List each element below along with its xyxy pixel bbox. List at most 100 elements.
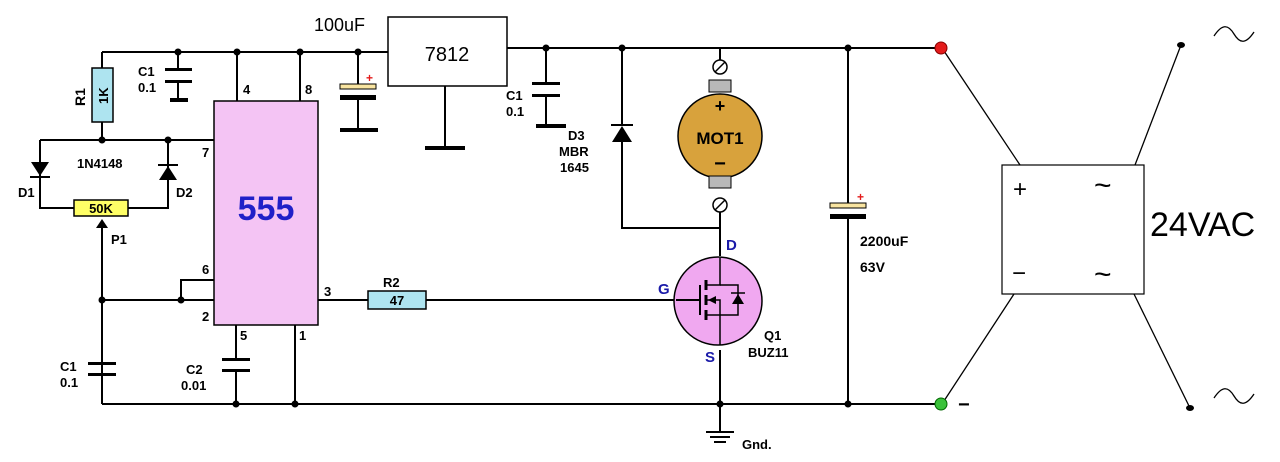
wires <box>39 44 1191 432</box>
p1-value: 50K <box>89 201 113 216</box>
resistor-r2: 47 R2 <box>367 275 427 310</box>
junction-dot <box>844 400 852 408</box>
mosfet-part: BUZ11 <box>748 345 788 360</box>
bridge-minus: − <box>1012 260 1026 287</box>
d2-label: D2 <box>176 185 193 200</box>
mosfet-name: Q1 <box>764 328 781 343</box>
cap-plate <box>88 373 116 376</box>
c1-top-value: 0.1 <box>138 80 156 95</box>
junction-dot <box>618 44 626 52</box>
ground-symbol: Gnd. <box>706 431 772 452</box>
r1-name: R1 <box>72 88 88 106</box>
pin-3-label: 3 <box>324 284 331 299</box>
motor-minus: − <box>714 153 726 175</box>
bridge-ac-bottom: ~ <box>1094 258 1112 291</box>
motor-label: MOT1 <box>696 129 743 148</box>
wire-c1top-down <box>172 82 179 101</box>
c1-reg-name: C1 <box>506 88 523 103</box>
cap-100uf-plus: + <box>366 71 373 85</box>
bridge-ac-top: ~ <box>1094 169 1112 202</box>
junction-dot <box>98 296 106 304</box>
pot-p1: 50K P1 <box>73 199 129 247</box>
cap-big-voltage: 63V <box>860 259 886 275</box>
cap-2200uf: + 2200uF 63V <box>829 190 909 275</box>
bridge-plus: + <box>1013 176 1027 203</box>
resistor-r1: 1K R1 <box>72 67 114 123</box>
r2-name: R2 <box>383 275 400 290</box>
pin-5-label: 5 <box>240 328 247 343</box>
regulator-label: 7812 <box>425 44 470 66</box>
pin-7-label: 7 <box>202 145 209 160</box>
d1-triangle <box>31 162 49 176</box>
junction-dot <box>296 48 304 56</box>
diode-d1: D1 <box>18 162 50 200</box>
r1-value: 1K <box>96 87 111 104</box>
terminal-negative <box>934 397 948 411</box>
ac-inputs <box>1177 26 1255 411</box>
terminal-negative-sign: − <box>958 394 970 416</box>
pin-4-label: 4 <box>243 82 251 97</box>
wire-pin6 <box>180 279 214 300</box>
wire-bridge-ac-bottom <box>1133 293 1191 409</box>
wire-bridge-ac-top <box>1134 44 1182 166</box>
cap-plate <box>222 369 250 372</box>
regulator-body <box>387 16 508 87</box>
cap-plate <box>165 68 192 71</box>
diode-d2: D2 <box>158 164 193 200</box>
cap-plate <box>532 94 560 97</box>
c2-value: 0.01 <box>181 378 206 393</box>
junction-dot <box>98 136 106 144</box>
ic-label: 555 <box>238 190 295 228</box>
ac-wave-top <box>1213 26 1255 42</box>
cap-100uf-plate-bottom <box>340 95 376 100</box>
junction-dot <box>354 48 362 56</box>
c1-reg-value: 0.1 <box>506 104 524 119</box>
d3-name: D3 <box>568 128 585 143</box>
cap-100uf-label: 100uF <box>314 15 365 35</box>
mosfet-gate-label: G <box>658 281 670 298</box>
diode-d3: D3 MBR 1645 <box>559 124 633 175</box>
cap-plate <box>532 82 560 85</box>
junction-dot <box>232 400 240 408</box>
cap-plate <box>222 358 250 361</box>
wire-d1-left <box>39 140 74 209</box>
wire-d3-down <box>621 142 720 229</box>
mosfet-body-diode <box>732 294 744 304</box>
motor-terminal-bottom-slash <box>714 199 726 211</box>
ground-lines <box>706 431 734 443</box>
junction-dot <box>716 400 724 408</box>
cap-c1-bottom: C1 0.1 <box>60 359 116 390</box>
junction-dot <box>164 136 172 144</box>
cap-c1-reg: C1 0.1 <box>506 82 566 128</box>
ac-terminal-bottom <box>1186 405 1194 411</box>
p1-body <box>73 199 129 217</box>
c2-name: C2 <box>186 362 203 377</box>
r2-body <box>367 290 427 310</box>
c1-bottom-name: C1 <box>60 359 77 374</box>
ic-555: 555 4 8 7 6 2 3 5 1 <box>202 82 331 343</box>
motor-terminal-top-slash <box>714 61 726 73</box>
cap-big-plate-top <box>829 202 867 209</box>
mosfet-q1: G D S Q1 BUZ11 <box>658 237 788 366</box>
cap-big-value: 2200uF <box>860 233 909 249</box>
junction-dot <box>174 48 182 56</box>
regulator-7812: 7812 100uF <box>314 15 508 150</box>
motor-mot1: + MOT1 − <box>677 59 763 213</box>
r2-value: 47 <box>390 293 404 308</box>
junction-dot <box>844 44 852 52</box>
motor-cap-bottom <box>708 175 732 189</box>
pin-2-label: 2 <box>202 309 209 324</box>
ac-wave-bottom <box>1213 388 1255 404</box>
junction-dot <box>542 44 550 52</box>
cap-c2: C2 0.01 <box>181 358 250 393</box>
wire-d2-right <box>128 140 169 209</box>
c1-bottom-value: 0.1 <box>60 375 78 390</box>
p1-wiper-arrow <box>96 219 108 228</box>
d3-line2: 1645 <box>560 160 589 175</box>
d1-label: D1 <box>18 185 35 200</box>
motor-cap-top <box>708 79 732 93</box>
ic-body <box>213 100 319 326</box>
ground-label: Gnd. <box>742 437 772 452</box>
wire-bridge-minus <box>941 293 1015 405</box>
